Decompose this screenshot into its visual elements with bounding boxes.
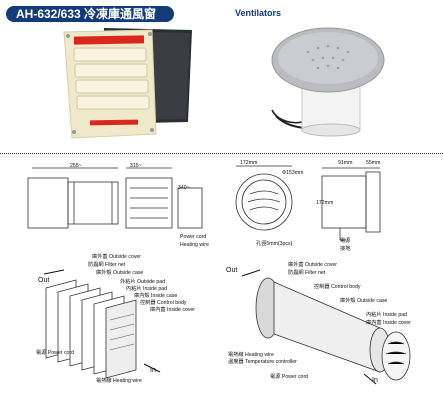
- part-zh: 控制器: [314, 284, 330, 290]
- in-label-left: In: [150, 367, 156, 374]
- square-vent-elevation-drawing: [27, 167, 203, 229]
- part-en: Outside case: [357, 298, 388, 304]
- part-en: Control body: [331, 284, 361, 290]
- part-zh: 內粘片: [366, 312, 382, 318]
- dim-172-left: 172mm: [240, 160, 258, 166]
- right-heating-wire: 電熱線 Heating wire: [228, 352, 274, 358]
- square-vent-exploded-view: [43, 269, 161, 379]
- part-zh: 控制器: [140, 300, 156, 306]
- dim-diameter: Φ153mm: [282, 170, 304, 176]
- part-en: Filter net: [105, 262, 126, 268]
- part-zh: 內粘片: [126, 286, 142, 292]
- part-zh: 防蟲網: [288, 270, 304, 276]
- out-label-right: Out: [226, 267, 238, 274]
- dim-label-3: 340~: [178, 185, 190, 191]
- part-zh: 庫內蓋: [366, 320, 382, 326]
- model-header: AH-632/633 冷凍庫通風窗: [6, 6, 175, 22]
- part-en: Inside case: [151, 293, 178, 299]
- part-zh: 防蟲網: [88, 262, 104, 268]
- part-zh: 庫內殼: [134, 293, 150, 299]
- part-zh: 庫外蓋: [288, 262, 304, 268]
- left-power-cord: 電源 Power cord: [36, 350, 75, 356]
- round-ventilator-photo: [271, 27, 385, 137]
- part-en: Outside cover: [305, 262, 338, 268]
- out-label-left: Out: [38, 277, 50, 284]
- dim-55: 55mm: [366, 160, 381, 166]
- section-divider: [0, 153, 443, 154]
- power-zh-label: 電源: [340, 238, 351, 244]
- round-vent-elevation-drawing: [235, 165, 381, 241]
- left-heating-wire: 電熱線 Heating wire: [96, 378, 142, 384]
- category-label: Ventilators: [235, 8, 282, 18]
- part-en: Filter net: [305, 270, 326, 276]
- dim-91: 91mm: [338, 160, 353, 166]
- part-en: Control body: [157, 300, 187, 306]
- ground-zh-label: 接地: [340, 246, 351, 252]
- dim-label-1: 255~: [70, 163, 82, 169]
- part-en: Outside cover: [109, 254, 142, 260]
- model-title: AH-632/633 冷凍庫通風窗: [6, 6, 175, 22]
- part-zh: 庫外蓋: [92, 254, 108, 260]
- legend-heating-wire: Heating wire: [180, 242, 209, 248]
- part-zh: 外粘片: [120, 279, 136, 285]
- part-en: Inside cover: [167, 307, 196, 313]
- round-vent-exploded-view: [241, 269, 411, 385]
- part-zh: 庫外殼: [96, 270, 112, 276]
- part-en: Outside case: [113, 270, 144, 276]
- right-power-cord: 電源 Power cord: [270, 374, 309, 380]
- in-label-right: In: [372, 377, 378, 384]
- dim-172-side: 172mm: [316, 200, 334, 206]
- part-en: Inside pad: [383, 312, 407, 318]
- part-en: Inside cover: [383, 320, 412, 326]
- part-zh: 庫內蓋: [150, 307, 166, 313]
- dim-label-2: 315~: [130, 163, 142, 169]
- square-ventilator-photo: [63, 28, 192, 139]
- part-en: Inside pad: [143, 286, 167, 292]
- part-en: Outside pad: [137, 279, 166, 285]
- right-temp-controller: 溫度器 Temperature controller: [228, 359, 297, 365]
- hole-note: 孔徑5mm(3pcs): [256, 241, 293, 247]
- part-zh: 庫外殼: [340, 298, 356, 304]
- legend-power-cord: Power cord: [180, 234, 207, 240]
